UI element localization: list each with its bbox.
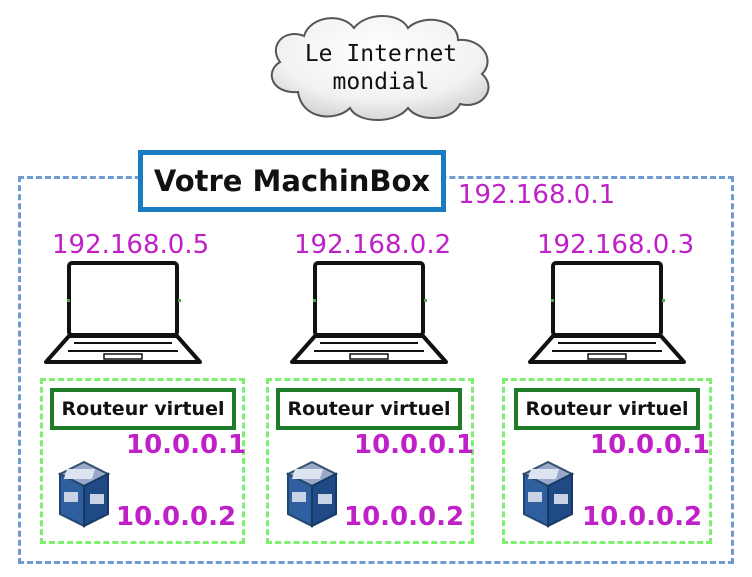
vm-zone-3 (502, 378, 712, 544)
router-ip-1: 10.0.0.1 (126, 430, 247, 460)
vm-ip-3: 10.0.0.2 (582, 502, 703, 532)
laptop-icon (44, 261, 202, 364)
cloud-label: Le Internet mondial (304, 41, 458, 95)
laptop-2-ip: 192.168.0.2 (294, 230, 452, 260)
laptop-3-ip: 192.168.0.3 (537, 230, 695, 260)
virtualbox-icon (57, 460, 111, 528)
router-label-3: Routeur virtuel (514, 388, 700, 430)
machinbox-ip: 192.168.0.1 (458, 180, 616, 210)
vm-ip-2: 10.0.0.2 (344, 502, 465, 532)
cloud-icon (270, 15, 490, 121)
vm-ip-1: 10.0.0.2 (116, 502, 237, 532)
router-ip-2: 10.0.0.1 (354, 430, 475, 460)
router-label-1: Routeur virtuel (50, 388, 236, 430)
laptop-icon (528, 261, 686, 364)
laptop-1-ip: 192.168.0.5 (52, 230, 210, 260)
virtualbox-icon (521, 460, 575, 528)
virtualbox-icon (285, 460, 339, 528)
laptop-icon (290, 261, 448, 364)
router-ip-3: 10.0.0.1 (590, 430, 711, 460)
vm-zone-2 (266, 378, 474, 544)
machinbox-label: Votre MachinBox (138, 150, 446, 212)
vm-zone-1 (40, 378, 245, 544)
router-label-2: Routeur virtuel (276, 388, 462, 430)
